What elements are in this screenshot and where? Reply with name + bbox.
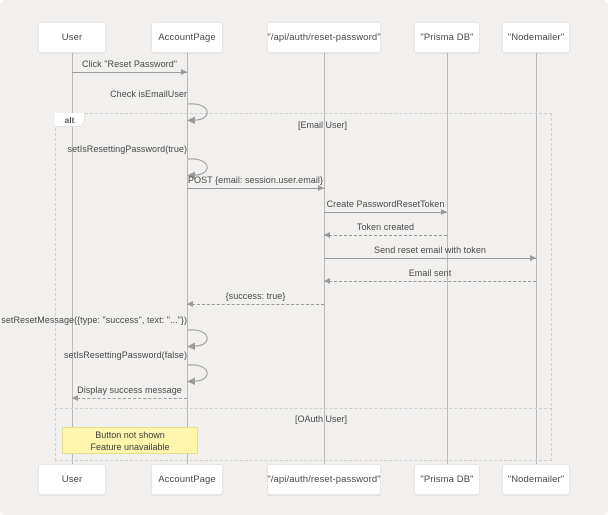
participant-label-user: User bbox=[61, 474, 83, 485]
message-arrowhead-m12 bbox=[72, 394, 78, 401]
message-label-m1: Click "Reset Password" bbox=[81, 59, 177, 69]
participant-label-prisma: "Prisma DB" bbox=[420, 474, 474, 485]
message-arrowhead-m7 bbox=[530, 254, 536, 261]
message-label-m8: Email sent bbox=[408, 268, 452, 278]
message-label-m4: POST {email: session.user.email} bbox=[188, 175, 323, 185]
lifeline-user bbox=[72, 53, 73, 464]
participant-box-api-top[interactable]: "/api/auth/reset-password" bbox=[267, 22, 381, 53]
message-label-m11: setIsResettingPassword(false) bbox=[64, 350, 187, 360]
participant-box-nodemailer-top[interactable]: "Nodemailer" bbox=[502, 22, 570, 53]
message-arrowhead-m1 bbox=[181, 68, 187, 75]
alt-condition-0: [Email User] bbox=[297, 120, 347, 130]
message-arrowhead-m4 bbox=[318, 184, 324, 191]
lifeline-account_page bbox=[187, 53, 188, 464]
message-line-m8 bbox=[324, 281, 536, 282]
message-label-m3: setIsResettingPassword(true) bbox=[67, 144, 187, 154]
message-line-m9 bbox=[187, 304, 324, 305]
message-line-m7 bbox=[324, 258, 536, 259]
self-message-m2 bbox=[187, 102, 221, 126]
message-label-m10: setResetMessage({type: "success", text: … bbox=[1, 315, 187, 325]
message-line-m1 bbox=[72, 72, 187, 73]
participant-box-user-top[interactable]: User bbox=[38, 22, 106, 53]
message-label-m5: Create PasswordResetToken bbox=[326, 199, 445, 209]
message-label-m9: {success: true} bbox=[225, 291, 286, 301]
participant-box-nodemailer-bottom[interactable]: "Nodemailer" bbox=[502, 464, 570, 495]
message-line-m12 bbox=[72, 398, 187, 399]
note-line-0: Button not shown bbox=[95, 429, 165, 440]
message-line-m5 bbox=[324, 212, 447, 213]
message-line-m6 bbox=[324, 235, 447, 236]
participant-label-api: "/api/auth/reset-password" bbox=[267, 32, 381, 43]
participant-label-nodemailer: "Nodemailer" bbox=[507, 32, 565, 43]
message-arrowhead-m9 bbox=[187, 300, 193, 307]
alt-block-frame bbox=[55, 113, 552, 461]
alt-condition-1: [OAuth User] bbox=[294, 414, 347, 424]
participant-box-prisma-bottom[interactable]: "Prisma DB" bbox=[414, 464, 480, 495]
message-line-m4 bbox=[187, 188, 324, 189]
participant-box-user-bottom[interactable]: User bbox=[38, 464, 106, 495]
self-message-m11 bbox=[187, 363, 221, 387]
self-message-m3 bbox=[187, 157, 221, 181]
lifeline-nodemailer bbox=[536, 53, 537, 464]
participant-box-prisma-top[interactable]: "Prisma DB" bbox=[414, 22, 480, 53]
self-message-m10 bbox=[187, 328, 221, 352]
message-label-m6: Token created bbox=[356, 222, 415, 232]
note-line-1: Feature unavailable bbox=[90, 441, 170, 452]
message-arrowhead-m8 bbox=[324, 277, 330, 284]
participant-label-user: User bbox=[61, 32, 83, 43]
participant-label-prisma: "Prisma DB" bbox=[420, 32, 474, 43]
participant-box-account_page-bottom[interactable]: AccountPage bbox=[151, 464, 223, 495]
alt-block-divider bbox=[55, 408, 552, 409]
alt-block-tag: alt bbox=[55, 113, 85, 127]
message-label-m2: Check isEmailUser bbox=[110, 89, 187, 99]
message-arrowhead-m6 bbox=[324, 231, 330, 238]
participant-label-nodemailer: "Nodemailer" bbox=[507, 474, 565, 485]
participant-label-account_page: AccountPage bbox=[158, 32, 216, 43]
message-label-m7: Send reset email with token bbox=[374, 245, 486, 255]
participant-box-api-bottom[interactable]: "/api/auth/reset-password" bbox=[267, 464, 381, 495]
participant-label-account_page: AccountPage bbox=[158, 474, 216, 485]
participant-label-api: "/api/auth/reset-password" bbox=[267, 474, 381, 485]
message-arrowhead-m5 bbox=[441, 208, 447, 215]
participant-box-account_page-top[interactable]: AccountPage bbox=[151, 22, 223, 53]
message-label-m12: Display success message bbox=[77, 385, 182, 395]
